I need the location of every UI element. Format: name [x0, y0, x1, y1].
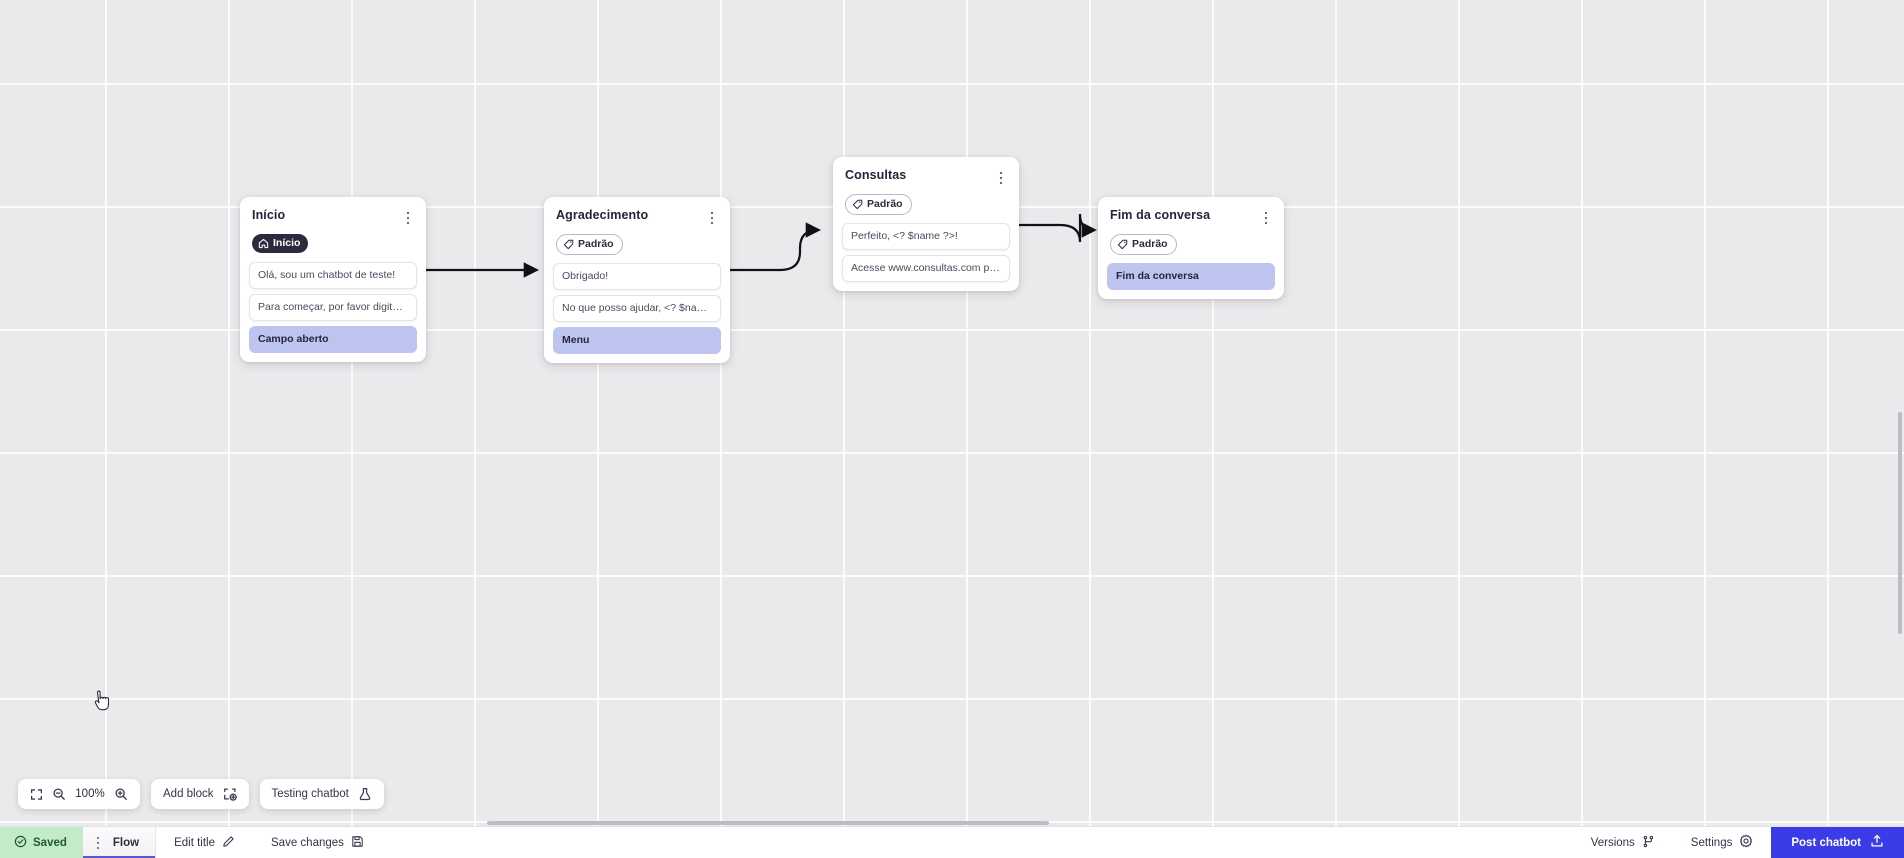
zoom-level-value: 100%: [75, 788, 105, 800]
versions-button[interactable]: Versions: [1573, 827, 1673, 858]
node-badge-row: Padrão: [553, 227, 721, 255]
node-row[interactable]: Perfeito, <? $name ?>!: [842, 223, 1010, 250]
node-badge-label: Padrão: [578, 238, 614, 251]
flow-node-agradecimento[interactable]: Agradecimento Padrão Obrigado! No que po…: [544, 197, 730, 363]
node-row-accent[interactable]: Menu: [553, 327, 721, 354]
node-badge-row: Padrão: [1107, 227, 1275, 255]
post-chatbot-button[interactable]: Post chatbot: [1771, 827, 1904, 858]
node-badge-label: Padrão: [1132, 238, 1168, 251]
settings-label: Settings: [1690, 836, 1733, 849]
add-block-button[interactable]: Add block: [151, 779, 249, 809]
flow-node-fim-da-conversa[interactable]: Fim da conversa Padrão Fim da conversa: [1098, 197, 1284, 299]
fit-screen-icon[interactable]: [30, 788, 43, 801]
node-badge-padrao[interactable]: Padrão: [556, 234, 623, 255]
node-rows: Obrigado! No que posso ajudar, <? $name …: [553, 263, 721, 354]
saved-label: Saved: [33, 836, 67, 849]
zoom-out-icon[interactable]: [52, 787, 66, 801]
node-menu-icon[interactable]: [1259, 209, 1273, 227]
floppy-disk-icon: [351, 835, 364, 851]
edit-title-button[interactable]: Edit title: [156, 827, 253, 858]
gear-icon: [1739, 834, 1753, 851]
node-rows: Fim da conversa: [1107, 263, 1275, 290]
node-badge-padrao[interactable]: Padrão: [845, 194, 912, 215]
vertical-scrollbar[interactable]: [1898, 412, 1902, 634]
flask-icon: [358, 787, 372, 801]
node-header: Fim da conversa: [1107, 206, 1275, 227]
node-title: Agradecimento: [556, 208, 649, 222]
branch-icon: [1642, 835, 1655, 851]
upload-icon: [1870, 834, 1884, 851]
status-badge-saved: Saved: [0, 827, 83, 858]
settings-button[interactable]: Settings: [1673, 827, 1772, 858]
flow-edges: [396, 213, 1098, 278]
pencil-icon: [222, 835, 235, 851]
node-rows: Perfeito, <? $name ?>! Acesse www.consul…: [842, 223, 1010, 282]
status-bar-left: Saved Flow Edit title Save changes: [0, 827, 382, 858]
node-title: Início: [252, 208, 286, 222]
testing-chatbot-button[interactable]: Testing chatbot: [259, 779, 384, 809]
node-badge-label: Início: [273, 237, 301, 250]
post-chatbot-label: Post chatbot: [1791, 836, 1861, 849]
node-title: Consultas: [845, 168, 907, 182]
status-bar-right: Versions Settings Post chatbot: [1573, 827, 1904, 858]
node-title: Fim da conversa: [1110, 208, 1211, 222]
tab-flow-label: Flow: [112, 836, 140, 849]
flow-node-consultas[interactable]: Consultas Padrão Perfeito, <? $name ?>! …: [833, 157, 1019, 291]
node-menu-icon[interactable]: [401, 209, 415, 227]
edit-title-label: Edit title: [174, 836, 216, 849]
home-icon: [258, 238, 269, 249]
bottom-status-bar: Saved Flow Edit title Save changes: [0, 826, 1904, 858]
node-header: Consultas: [842, 166, 1010, 187]
node-row[interactable]: No que posso ajudar, <? $name ...: [553, 295, 721, 322]
edge-consultas-fim: [990, 213, 1098, 243]
node-badge-padrao[interactable]: Padrão: [1110, 234, 1177, 255]
node-row-accent[interactable]: Fim da conversa: [1107, 263, 1275, 290]
node-header: Agradecimento: [553, 206, 721, 227]
edge-agradecimento-consultas: [700, 222, 822, 272]
node-row-accent[interactable]: Campo aberto: [249, 326, 417, 353]
tab-flow[interactable]: Flow: [82, 827, 157, 858]
node-header: Início: [249, 206, 417, 227]
node-row[interactable]: Acesse www.consultas.com par...: [842, 255, 1010, 282]
tab-menu-icon[interactable]: [91, 834, 105, 852]
node-rows: Olá, sou um chatbot de teste! Para começ…: [249, 262, 417, 353]
add-block-label: Add block: [163, 788, 214, 800]
node-badge-label: Padrão: [867, 198, 903, 211]
node-menu-icon[interactable]: [994, 169, 1008, 187]
tag-icon: [1117, 239, 1128, 250]
flow-canvas[interactable]: Início Início Olá, sou um chatbot de tes…: [0, 0, 1904, 826]
node-badge-row: Padrão: [842, 187, 1010, 215]
node-row[interactable]: Para começar, por favor digite o ...: [249, 294, 417, 321]
node-menu-icon[interactable]: [705, 209, 719, 227]
zoom-in-icon[interactable]: [114, 787, 128, 801]
add-block-icon: [223, 787, 237, 801]
canvas-toolbar: 100% Add block Testing chatbot: [18, 779, 384, 809]
zoom-control-group: 100%: [18, 779, 140, 809]
versions-label: Versions: [1590, 836, 1635, 849]
node-badge-row: Início: [249, 227, 417, 254]
tag-icon: [852, 199, 863, 210]
tag-icon: [563, 239, 574, 250]
horizontal-scrollbar[interactable]: [487, 821, 1049, 825]
save-changes-button[interactable]: Save changes: [253, 827, 382, 858]
save-changes-label: Save changes: [271, 836, 344, 849]
check-circle-icon: [14, 835, 27, 851]
node-row[interactable]: Olá, sou um chatbot de teste!: [249, 262, 417, 289]
flow-node-inicio[interactable]: Início Início Olá, sou um chatbot de tes…: [240, 197, 426, 362]
node-badge-inicio[interactable]: Início: [252, 234, 309, 253]
testing-chatbot-label: Testing chatbot: [271, 788, 349, 800]
node-row[interactable]: Obrigado!: [553, 263, 721, 290]
